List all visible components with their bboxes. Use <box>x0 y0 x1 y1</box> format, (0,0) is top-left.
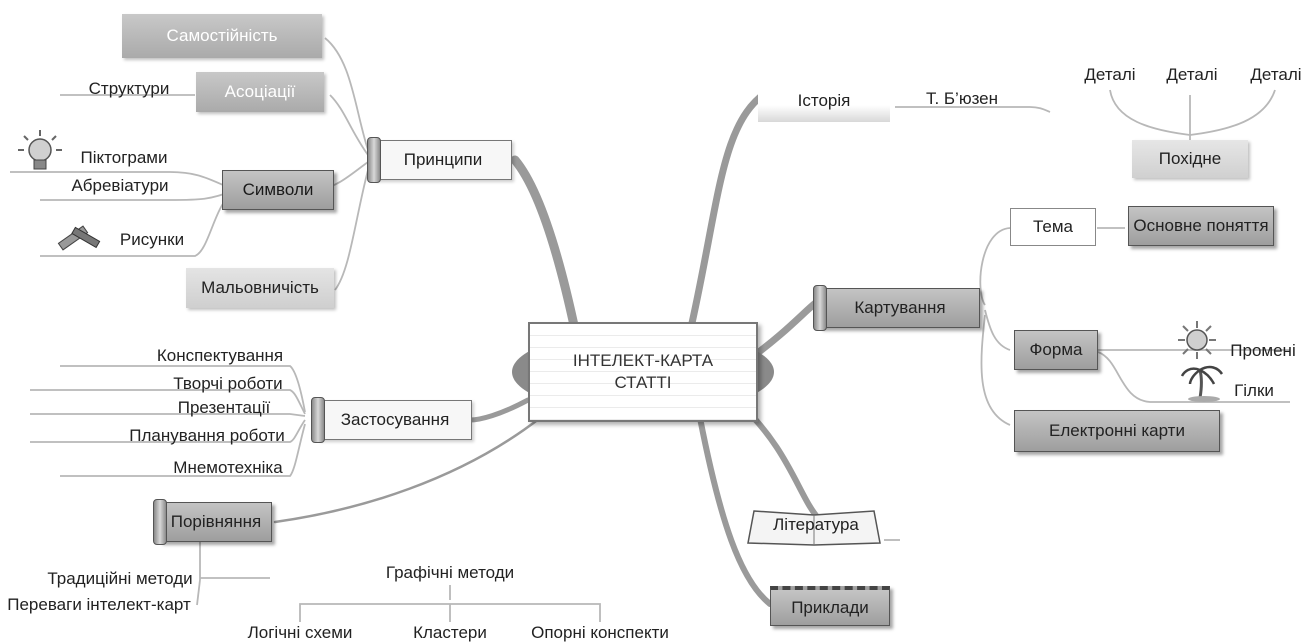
application-item-1[interactable]: Конспектування <box>154 345 286 367</box>
node-history-label: Історія <box>797 91 851 110</box>
application-item-1-label: Конспектування <box>156 346 284 365</box>
node-pictograms-label: Піктограми <box>80 148 168 167</box>
node-detail-2-label: Деталі <box>1166 65 1218 84</box>
node-theme-label: Тема <box>1032 217 1074 236</box>
node-principles-label: Принципи <box>403 150 483 169</box>
pencil-ruler-icon <box>57 225 101 251</box>
node-derived-label: Похідне <box>1158 149 1222 168</box>
graphic-item-3-label: Опорні конспекти <box>531 623 669 642</box>
node-mapping-label: Картування <box>854 298 946 317</box>
node-detail-2[interactable]: Деталі <box>1160 64 1224 86</box>
scroll-icon <box>813 285 827 331</box>
node-derived[interactable]: Похідне <box>1132 140 1248 178</box>
node-buzan-label: Т. Б’юзен <box>925 89 999 108</box>
sun-icon <box>1178 321 1216 359</box>
application-item-4-label: Планування роботи <box>129 426 285 445</box>
node-literature[interactable]: Література <box>766 514 866 536</box>
node-advantages-label: Переваги інтелект-карт <box>7 595 191 614</box>
node-rays-label: Промені <box>1230 341 1296 360</box>
application-item-3-label: Презентації <box>177 398 271 417</box>
node-detail-1[interactable]: Деталі <box>1078 64 1142 86</box>
node-rays[interactable]: Промені <box>1228 340 1298 362</box>
node-electronic-maps[interactable]: Електронні карти <box>1014 410 1220 452</box>
application-item-5-label: Мнемотехніка <box>173 458 283 477</box>
node-examples-label: Приклади <box>791 597 869 617</box>
node-structures[interactable]: Структури <box>84 78 174 100</box>
node-independence-label: Самостійність <box>166 26 278 45</box>
node-buzan[interactable]: Т. Б’юзен <box>912 88 1012 110</box>
open-book-icon <box>747 510 881 546</box>
node-associations-label: Асоціації <box>224 82 296 101</box>
palm-tree-icon <box>1180 365 1224 402</box>
node-application-label: Застосування <box>340 410 450 429</box>
node-advantages[interactable]: Переваги інтелект-карт <box>4 594 194 616</box>
graphic-item-2[interactable]: Кластери <box>410 622 490 644</box>
node-theme[interactable]: Тема <box>1010 208 1096 246</box>
node-abbreviations-label: Абревіатури <box>71 176 169 195</box>
central-title-line1: ІНТЕЛЕКТ-КАРТА <box>572 351 714 370</box>
node-pictograms[interactable]: Піктограми <box>74 147 174 169</box>
node-branches-label: Гілки <box>1234 381 1274 400</box>
node-detail-1-label: Деталі <box>1084 65 1136 84</box>
scroll-icon <box>367 137 381 183</box>
graphic-item-1[interactable]: Логічні схеми <box>234 622 366 644</box>
graphic-item-2-label: Кластери <box>413 623 487 642</box>
node-examples[interactable]: Приклади <box>770 586 890 626</box>
application-item-5[interactable]: Мнемотехніка <box>170 457 286 479</box>
node-detail-3-label: Деталі <box>1250 65 1302 84</box>
application-item-4[interactable]: Планування роботи <box>128 425 286 447</box>
node-independence[interactable]: Самостійність <box>122 14 322 58</box>
lightbulb-icon <box>18 130 62 170</box>
node-drawings-label: Рисунки <box>119 230 185 249</box>
scroll-icon <box>311 397 325 443</box>
graphic-item-1-label: Логічні схеми <box>247 623 353 642</box>
node-application[interactable]: Застосування <box>311 397 472 443</box>
application-item-3[interactable]: Презентації <box>166 397 282 419</box>
node-symbols[interactable]: Символи <box>222 170 334 210</box>
node-comparison-label: Порівняння <box>170 512 262 531</box>
node-branches[interactable]: Гілки <box>1230 380 1278 402</box>
node-basic-concept[interactable]: Основне поняття <box>1128 206 1274 246</box>
node-form[interactable]: Форма <box>1014 330 1098 370</box>
node-principles[interactable]: Принципи <box>367 137 512 183</box>
application-item-2[interactable]: Творчі роботи <box>172 373 284 395</box>
scroll-icon <box>153 499 167 545</box>
node-graphic-methods-label: Графічні методи <box>385 563 515 582</box>
node-detail-3[interactable]: Деталі <box>1244 64 1308 86</box>
node-associations[interactable]: Асоціації <box>196 72 324 112</box>
central-title-line2: СТАТТІ <box>614 373 672 392</box>
node-history[interactable]: Історія <box>758 80 890 122</box>
graphic-item-3[interactable]: Опорні конспекти <box>524 622 676 644</box>
node-symbols-label: Символи <box>242 180 314 199</box>
node-graphic-methods[interactable]: Графічні методи <box>384 562 516 584</box>
node-picturesque-label: Мальовничість <box>201 278 319 297</box>
central-node[interactable]: ІНТЕЛЕКТ-КАРТА СТАТТІ <box>528 322 758 422</box>
node-form-label: Форма <box>1029 340 1083 359</box>
node-mapping[interactable]: Картування <box>813 285 980 331</box>
node-abbreviations[interactable]: Абревіатури <box>70 175 170 197</box>
node-drawings[interactable]: Рисунки <box>112 229 192 251</box>
node-literature-label: Література <box>773 515 859 534</box>
node-picturesque[interactable]: Мальовничість <box>186 268 334 308</box>
node-traditional-methods-label: Традиційні методи <box>47 569 193 588</box>
node-traditional-methods[interactable]: Традиційні методи <box>44 568 196 590</box>
node-structures-label: Структури <box>88 79 170 98</box>
node-electronic-maps-label: Електронні карти <box>1049 421 1185 440</box>
node-basic-concept-label: Основне поняття <box>1133 216 1269 235</box>
node-comparison[interactable]: Порівняння <box>153 499 272 545</box>
application-item-2-label: Творчі роботи <box>173 374 283 393</box>
